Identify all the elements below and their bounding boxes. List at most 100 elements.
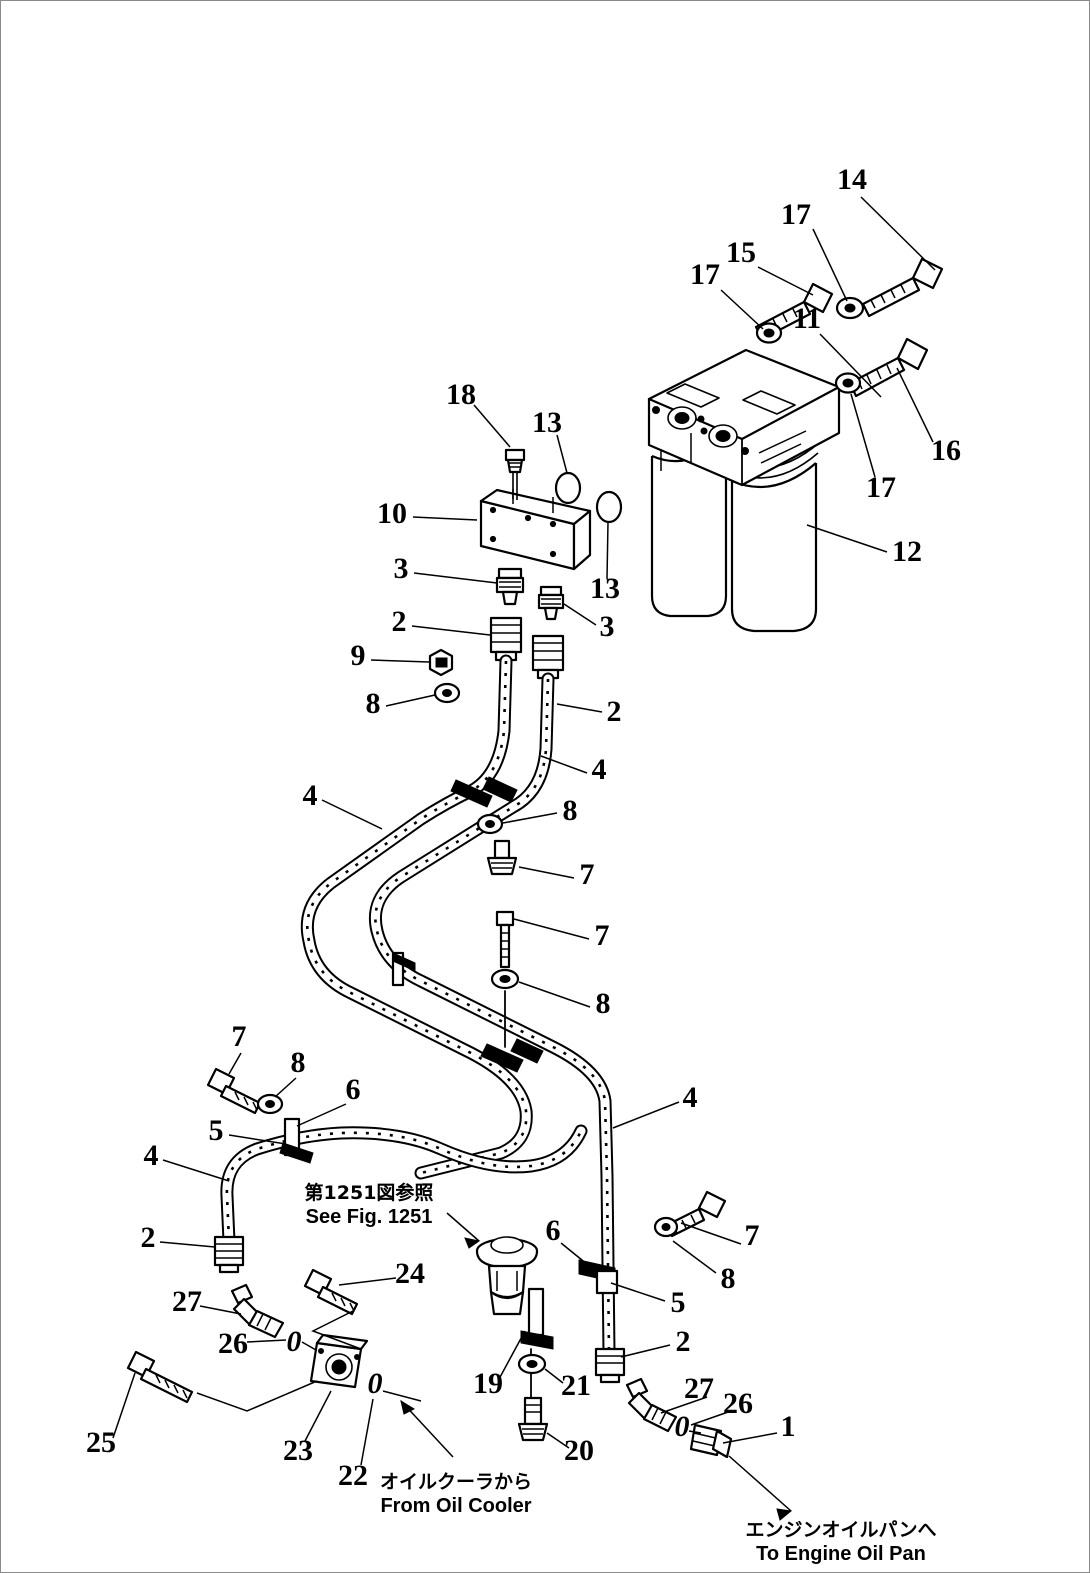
washer-17-a: [835, 296, 865, 320]
callout-number-3: 3: [394, 552, 409, 585]
callout-number-6: 6: [546, 1214, 561, 1247]
callout-number-17: 17: [781, 198, 811, 231]
callout-number-13: 13: [590, 572, 620, 605]
callout-number-2: 2: [141, 1221, 156, 1254]
clamp-6-left: [279, 1117, 314, 1164]
bracket-plate-mid: [391, 951, 416, 987]
callout-number-4: 4: [303, 779, 318, 812]
note-see-fig-1251-jp: 第1251図参照: [305, 1181, 434, 1204]
callout-number-14: 14: [837, 163, 867, 196]
note-to-engine-oil-pan-en: To Engine Oil Pan: [756, 1543, 926, 1565]
callout-number-2: 2: [392, 605, 407, 638]
washer-8-top: [433, 682, 461, 704]
callout-number-8: 8: [721, 1262, 736, 1295]
nut-2-a: [489, 616, 523, 662]
o-ring-mark: 0: [675, 1410, 690, 1443]
o-ring-13-b: [595, 490, 623, 524]
callout-number-20: 20: [564, 1434, 594, 1467]
washer-8-mid-lower: [490, 968, 520, 990]
bolt-7-left: [206, 1067, 262, 1115]
clamp-5-mid-upper: [450, 776, 518, 808]
callout-number-26: 26: [723, 1387, 753, 1420]
cover-plate-10: [479, 469, 592, 571]
callout-number-24: 24: [395, 1257, 425, 1290]
callout-number-25: 25: [86, 1426, 116, 1459]
washer-8-left: [256, 1093, 284, 1115]
callout-number-1: 1: [781, 1410, 796, 1443]
bolt-20: [517, 1396, 549, 1442]
callout-number-15: 15: [726, 236, 756, 269]
washer-17-c: [834, 372, 862, 394]
nut-2-b: [531, 634, 565, 680]
bolt-14: [861, 257, 944, 318]
hose-4-left: [300, 654, 533, 1180]
connector-1: [689, 1423, 733, 1459]
note-to-engine-oil-pan-jp: エンジンオイルパンへ: [746, 1519, 937, 1541]
hose-end-nut-left: [213, 1235, 245, 1274]
hose-end-nut-right: [594, 1347, 626, 1384]
bolt-24: [303, 1268, 359, 1316]
bolt-16: [848, 337, 929, 398]
callout-number-23: 23: [283, 1434, 313, 1467]
callout-number-12: 12: [892, 535, 922, 568]
callout-number-16: 16: [931, 434, 961, 467]
o-ring-13-a: [554, 471, 582, 505]
bolt-7-mid-lower: [495, 910, 515, 1048]
valve-assembly-center: [475, 1236, 539, 1316]
callout-number-21: 21: [561, 1369, 591, 1402]
hose-4-right: [368, 672, 616, 1360]
elbow-27-left: [230, 1283, 285, 1339]
callout-number-17: 17: [690, 258, 720, 291]
callout-number-22: 22: [338, 1459, 368, 1492]
bolt-25: [126, 1350, 194, 1404]
hose-4-lower-left: [220, 1124, 588, 1248]
callout-number-27: 27: [172, 1285, 202, 1318]
note-from-oil-cooler-jp: オイルクーラから: [380, 1471, 532, 1493]
elbow-27-right: [625, 1377, 678, 1433]
note-to-engine-oil-pan: エンジンオイルパンへ To Engine Oil Pan: [746, 1519, 937, 1565]
callout-number-5: 5: [671, 1286, 686, 1319]
callout-number-13: 13: [532, 406, 562, 439]
callout-number-4: 4: [683, 1081, 698, 1114]
washer-8-mid-upper: [476, 813, 504, 835]
flange-block-23: [309, 1333, 369, 1389]
callout-number-5: 5: [209, 1114, 224, 1147]
callout-number-2: 2: [676, 1325, 691, 1358]
clamp-5-mid-lower: [480, 1038, 544, 1073]
callout-number-4: 4: [592, 753, 607, 786]
callout-number-11: 11: [793, 302, 821, 335]
o-ring-mark: 0: [368, 1367, 383, 1400]
nut-9: [428, 648, 454, 677]
callout-number-7: 7: [232, 1020, 247, 1053]
washer-21: [517, 1353, 547, 1375]
note-from-oil-cooler-en: From Oil Cooler: [380, 1495, 531, 1517]
oil-filter-assembly: [647, 348, 841, 633]
bracket-19: [520, 1287, 554, 1402]
callout-number-26: 26: [218, 1327, 248, 1360]
callout-number-7: 7: [595, 919, 610, 952]
callout-number-7: 7: [745, 1219, 760, 1252]
callout-number-2: 2: [607, 695, 622, 728]
callout-number-6: 6: [346, 1073, 361, 1106]
bolt-7-mid-upper: [486, 839, 518, 876]
fitting-3-b: [537, 585, 565, 621]
callout-number-4: 4: [144, 1139, 159, 1172]
fitting-3-a: [495, 567, 525, 606]
callout-number-17: 17: [866, 471, 896, 504]
note-see-fig-1251: 第1251図参照 See Fig. 1251: [305, 1181, 434, 1228]
callout-number-8: 8: [366, 687, 381, 720]
callout-number-19: 19: [473, 1367, 503, 1400]
callout-number-10: 10: [377, 497, 407, 530]
callout-number-8: 8: [291, 1046, 306, 1079]
callout-number-3: 3: [600, 610, 615, 643]
o-ring-mark: 0: [287, 1325, 302, 1358]
note-from-oil-cooler: オイルクーラから From Oil Cooler: [380, 1471, 532, 1517]
washer-8-right: [653, 1216, 679, 1238]
callout-number-8: 8: [563, 794, 578, 827]
leader-lines: [112, 196, 936, 1521]
callout-number-7: 7: [580, 858, 595, 891]
callout-number-8: 8: [596, 987, 611, 1020]
